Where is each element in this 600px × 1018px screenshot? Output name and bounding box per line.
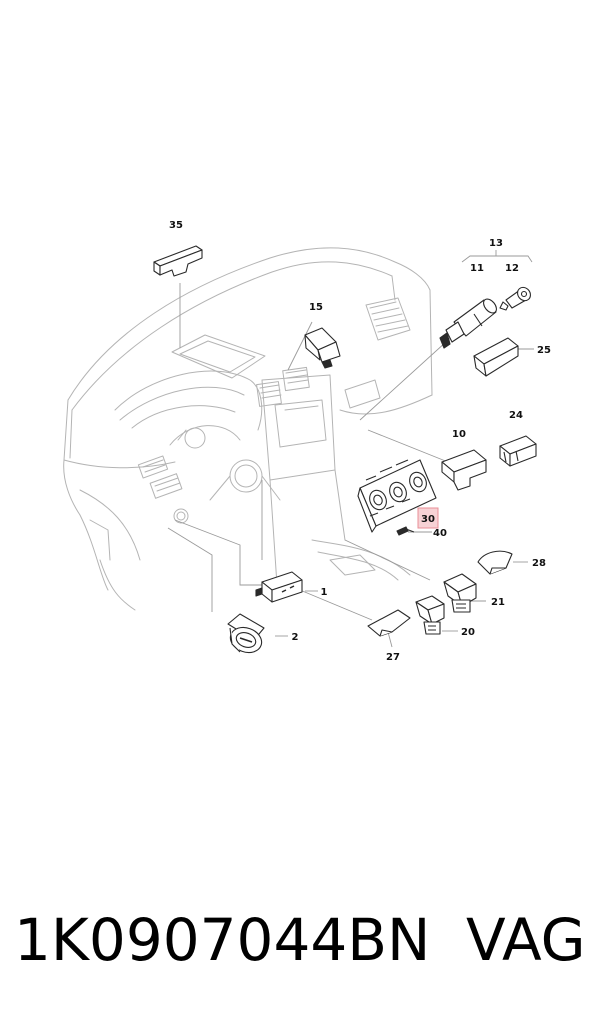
part-15-icon — [304, 327, 341, 369]
callout-11: 11 — [470, 263, 484, 274]
part-28-icon — [477, 550, 513, 575]
callout-35: 35 — [169, 220, 183, 231]
part-27-icon — [367, 609, 411, 637]
callout-2: 2 — [292, 632, 299, 643]
callout-1: 1 — [321, 587, 328, 598]
part-11-icon — [439, 298, 497, 349]
callout-24: 24 — [509, 410, 523, 421]
callout-25: 25 — [537, 345, 551, 356]
callout-27: 27 — [386, 652, 400, 663]
part-icons — [153, 245, 537, 654]
dashboard-outline — [63, 247, 433, 611]
callout-13: 13 — [489, 238, 503, 249]
part-1-icon — [255, 571, 303, 603]
callout-28: 28 — [532, 558, 546, 569]
part-number-caption: 1K0907044BN — [14, 906, 431, 974]
exploded-parts-diagram: 35 13 11 12 15 25 10 24 30 40 28 1 21 2 … — [63, 220, 551, 663]
part-35-icon — [153, 245, 203, 277]
part-10-icon — [441, 449, 487, 491]
part-12-icon — [499, 286, 531, 311]
callout-40: 40 — [433, 528, 447, 539]
highlight-box — [417, 507, 439, 529]
part-24-icon — [499, 435, 537, 467]
part-30-climate-panel-icon — [357, 459, 437, 533]
part-20-knob-icon — [415, 595, 445, 635]
part-40-screw-icon — [396, 526, 415, 536]
part-2-ignition-icon — [227, 613, 265, 654]
callout-20: 20 — [461, 627, 475, 638]
part-21-knob-icon — [443, 573, 477, 613]
callout-12: 12 — [505, 263, 519, 274]
callout-10: 10 — [452, 429, 466, 440]
callout-30: 30 — [421, 514, 435, 525]
part-25-icon — [473, 337, 519, 377]
callout-15: 15 — [309, 302, 323, 313]
brand-caption: VAG — [466, 906, 586, 974]
callout-labels: 35 13 11 12 15 25 10 24 30 40 28 1 21 2 … — [169, 220, 551, 663]
leader-lines — [167, 250, 534, 648]
callout-21: 21 — [491, 597, 505, 608]
